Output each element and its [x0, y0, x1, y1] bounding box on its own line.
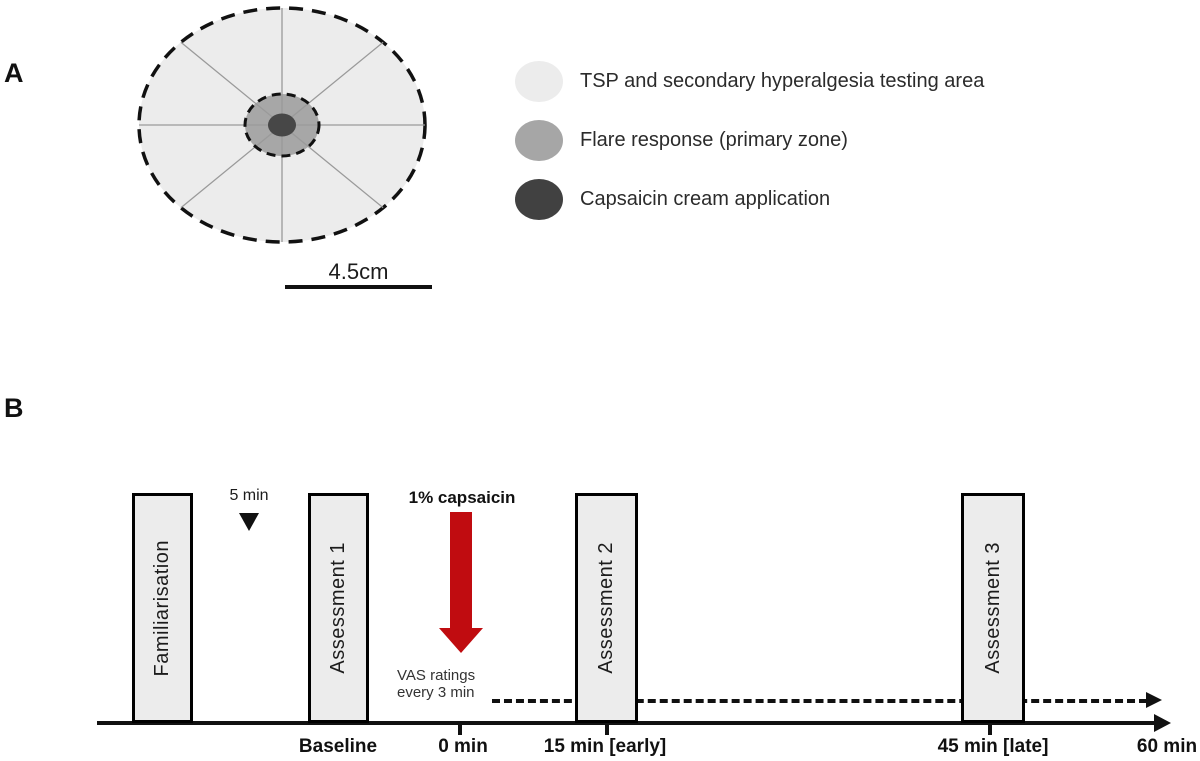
vas-ratings-note-line1: VAS ratings [397, 667, 476, 684]
capsaicin-arrow-label: 1% capsaicin [408, 488, 516, 507]
bar-familiarisation-label: Familiarisation [151, 539, 173, 677]
timeline-arrowhead-icon [1154, 714, 1171, 732]
legend-item-flare: Flare response (primary zone) [515, 120, 984, 161]
timeline-label-0min: 0 min [438, 736, 488, 757]
vas-ratings-note: VAS ratings every 3 min [397, 667, 475, 701]
stimulation-area-diagram [137, 6, 427, 244]
vas-dashed-arrowhead-icon [1146, 692, 1162, 708]
legend-label-tsp: TSP and secondary hyperalgesia testing a… [580, 70, 985, 92]
legend-label-flare: Flare response (primary zone) [580, 129, 848, 151]
capsaicin-dot [268, 113, 296, 137]
bar-assessment-3: Assessment 3 [961, 493, 1025, 723]
legend-item-tsp: TSP and secondary hyperalgesia testing a… [515, 61, 984, 102]
bar-assessment-1: Assessment 1 [308, 493, 369, 723]
legend-swatch-tsp-icon [515, 61, 563, 102]
legend-swatch-flare-icon [515, 120, 563, 161]
bar-familiarisation: Familiarisation [132, 493, 193, 723]
timeline-label-60min: 60 min [1136, 736, 1198, 757]
flare-zone-border [243, 92, 321, 158]
bar-assessment-2-label: Assessment 2 [595, 542, 617, 674]
tick-15min [605, 724, 609, 735]
tick-45min [988, 724, 992, 735]
timeline-label-45min: 45 min [late] [937, 736, 1049, 757]
five-min-marker-icon [239, 513, 259, 531]
timeline-label-baseline: Baseline [298, 736, 378, 757]
five-min-label: 5 min [229, 487, 269, 504]
timeline-label-15min: 15 min [early] [543, 736, 667, 757]
legend: TSP and secondary hyperalgesia testing a… [515, 61, 984, 238]
vas-ratings-note-line2: every 3 min [397, 684, 475, 701]
panel-a-label: A [4, 58, 25, 88]
vas-dashed-line [492, 699, 1147, 703]
capsaicin-arrowhead-icon [439, 628, 483, 653]
bar-assessment-1-label: Assessment 1 [327, 542, 349, 674]
timeline-axis [97, 721, 1155, 725]
legend-label-capsaicin: Capsaicin cream application [580, 188, 831, 210]
tick-0min [458, 724, 462, 735]
scale-bar [285, 285, 432, 289]
legend-item-capsaicin: Capsaicin cream application [515, 179, 984, 220]
legend-swatch-capsaicin-icon [515, 179, 563, 220]
bar-assessment-3-label: Assessment 3 [981, 542, 1004, 674]
scale-bar-label: 4.5cm [328, 259, 389, 284]
panel-b-label: B [4, 393, 25, 423]
bar-assessment-2: Assessment 2 [575, 493, 638, 723]
capsaicin-arrow-shaft [450, 512, 472, 629]
